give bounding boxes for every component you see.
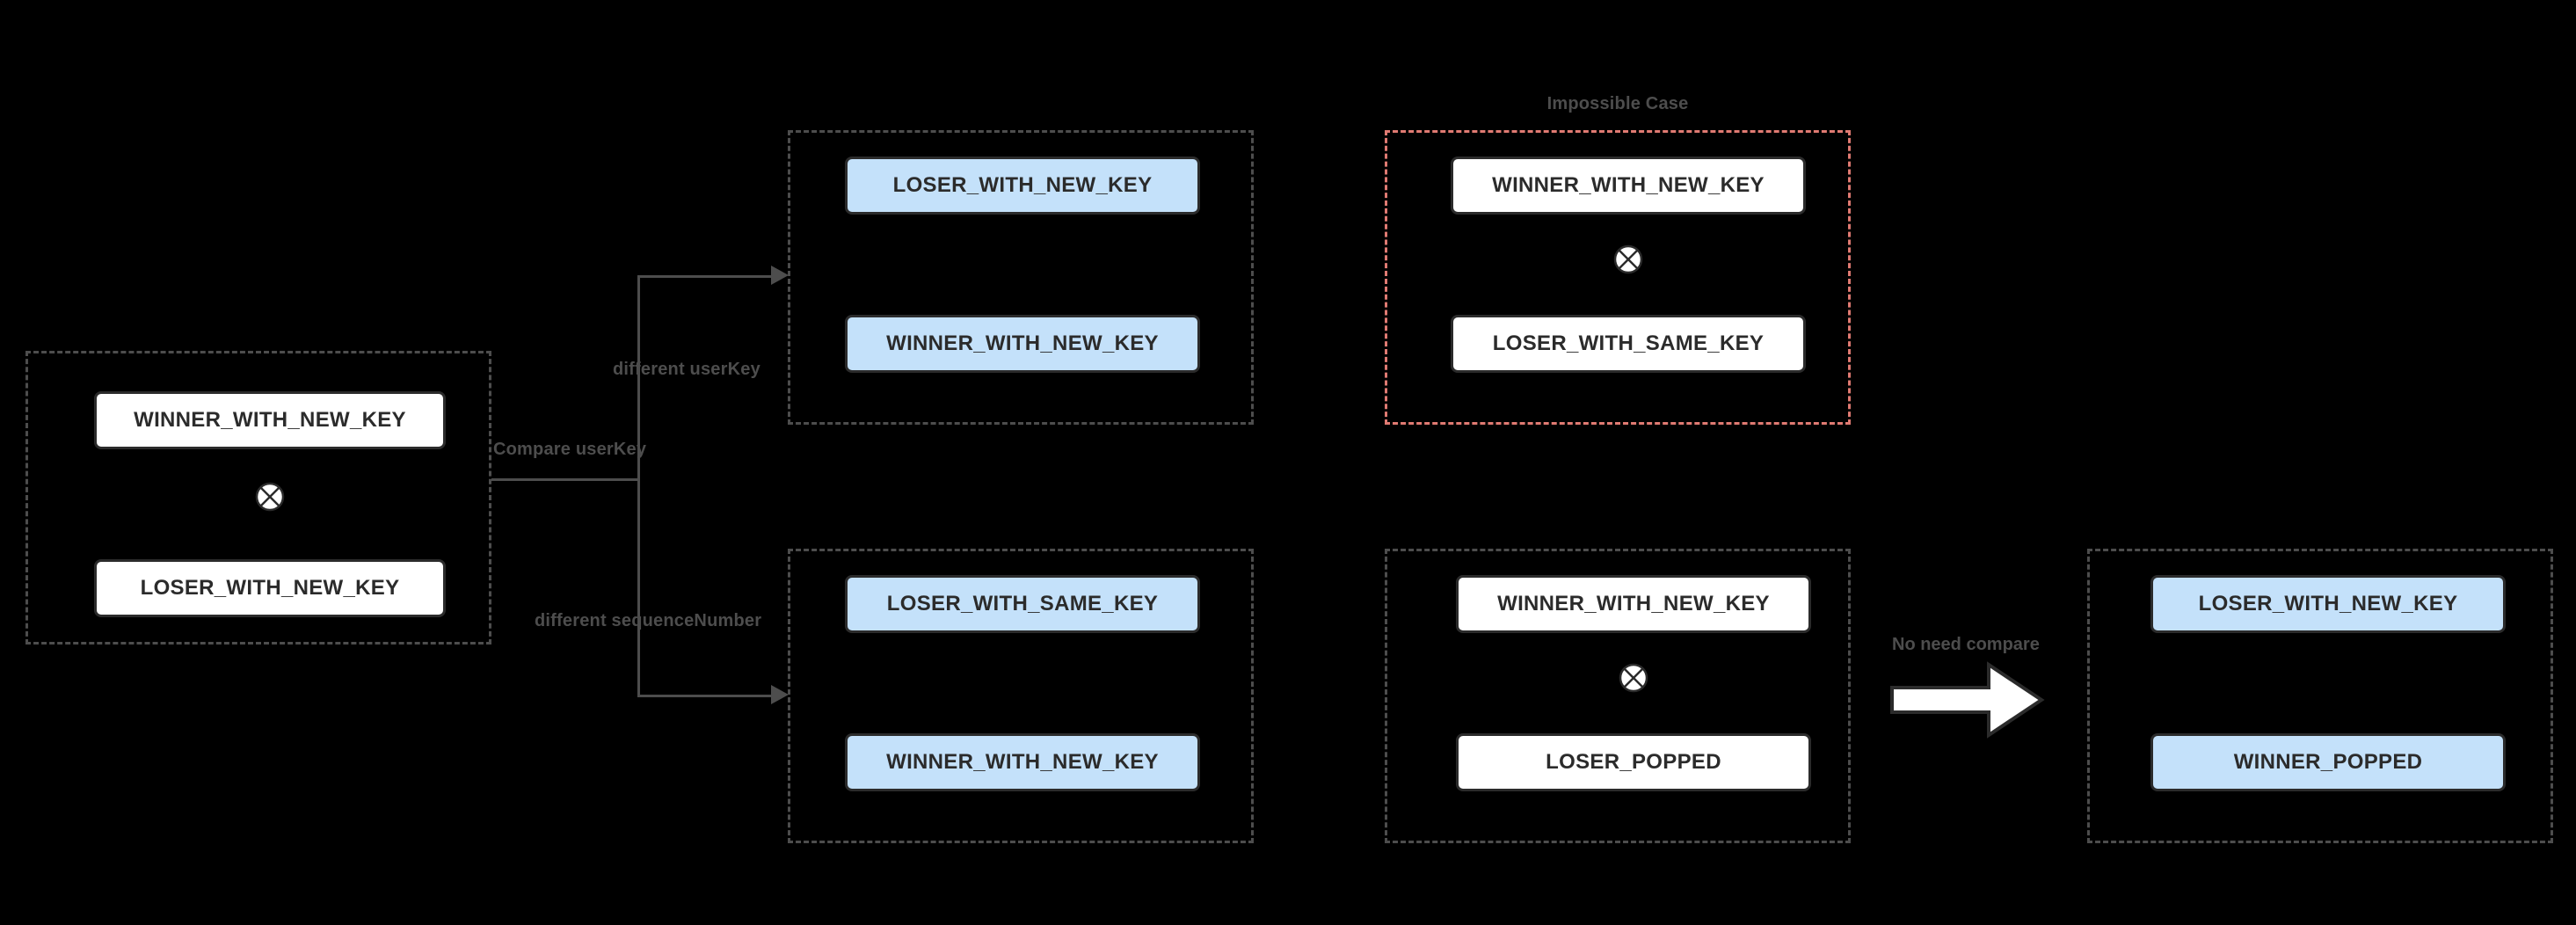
edge-label-different-user-key: different userKey <box>613 360 760 379</box>
node-loser-popped[interactable]: LOSER_POPPED <box>1456 733 1811 791</box>
node-winner-with-new-key-impossible[interactable]: WINNER_WITH_NEW_KEY <box>1451 157 1806 215</box>
node-loser-with-new-key-source[interactable]: LOSER_WITH_NEW_KEY <box>94 559 446 617</box>
connector-branch-lower <box>637 695 771 697</box>
node-winner-with-new-key-diffseq[interactable]: WINNER_WITH_NEW_KEY <box>845 733 1200 791</box>
impossible-case-title: Impossible Case <box>1546 94 1689 113</box>
arrowhead-upper <box>771 266 789 285</box>
node-loser-with-same-key-diffseq[interactable]: LOSER_WITH_SAME_KEY <box>845 575 1200 633</box>
edge-label-different-sequence-number: different sequenceNumber <box>535 611 762 630</box>
source-group: WINNER_WITH_NEW_KEY LOSER_WITH_NEW_KEY <box>25 351 491 645</box>
different-user-key-group: LOSER_WITH_NEW_KEY WINNER_WITH_NEW_KEY <box>788 130 1254 425</box>
node-loser-with-same-key-impossible[interactable]: LOSER_WITH_SAME_KEY <box>1451 315 1806 373</box>
edge-label-compare-user-key: Compare userKey <box>493 440 647 459</box>
connector-compare-stub <box>491 478 639 481</box>
node-loser-with-new-key-diffkey[interactable]: LOSER_WITH_NEW_KEY <box>845 157 1200 215</box>
node-winner-popped-result[interactable]: WINNER_POPPED <box>2150 733 2506 791</box>
node-winner-with-new-key-diffkey[interactable]: WINNER_WITH_NEW_KEY <box>845 315 1200 373</box>
block-arrow-label-no-need-compare: No need compare <box>1892 635 2040 654</box>
node-loser-with-new-key-result[interactable]: LOSER_WITH_NEW_KEY <box>2150 575 2506 633</box>
different-sequence-number-group: LOSER_WITH_SAME_KEY WINNER_WITH_NEW_KEY <box>788 549 1254 843</box>
x-circle-icon-source <box>255 482 285 512</box>
node-winner-with-new-key-popped[interactable]: WINNER_WITH_NEW_KEY <box>1456 575 1811 633</box>
x-circle-icon-popped <box>1619 663 1648 693</box>
no-need-compare-arrow-icon <box>1890 661 2045 739</box>
impossible-case-group: Impossible Case WINNER_WITH_NEW_KEY LOSE… <box>1385 94 1851 425</box>
connector-branch-upper <box>637 275 771 278</box>
node-winner-with-new-key-source[interactable]: WINNER_WITH_NEW_KEY <box>94 391 446 449</box>
x-circle-icon-impossible <box>1613 244 1643 274</box>
connector-trunk <box>637 275 640 695</box>
popped-source-group: WINNER_WITH_NEW_KEY LOSER_POPPED <box>1385 549 1851 843</box>
arrowhead-lower <box>771 685 789 704</box>
popped-result-group: LOSER_WITH_NEW_KEY WINNER_POPPED <box>2087 549 2553 843</box>
